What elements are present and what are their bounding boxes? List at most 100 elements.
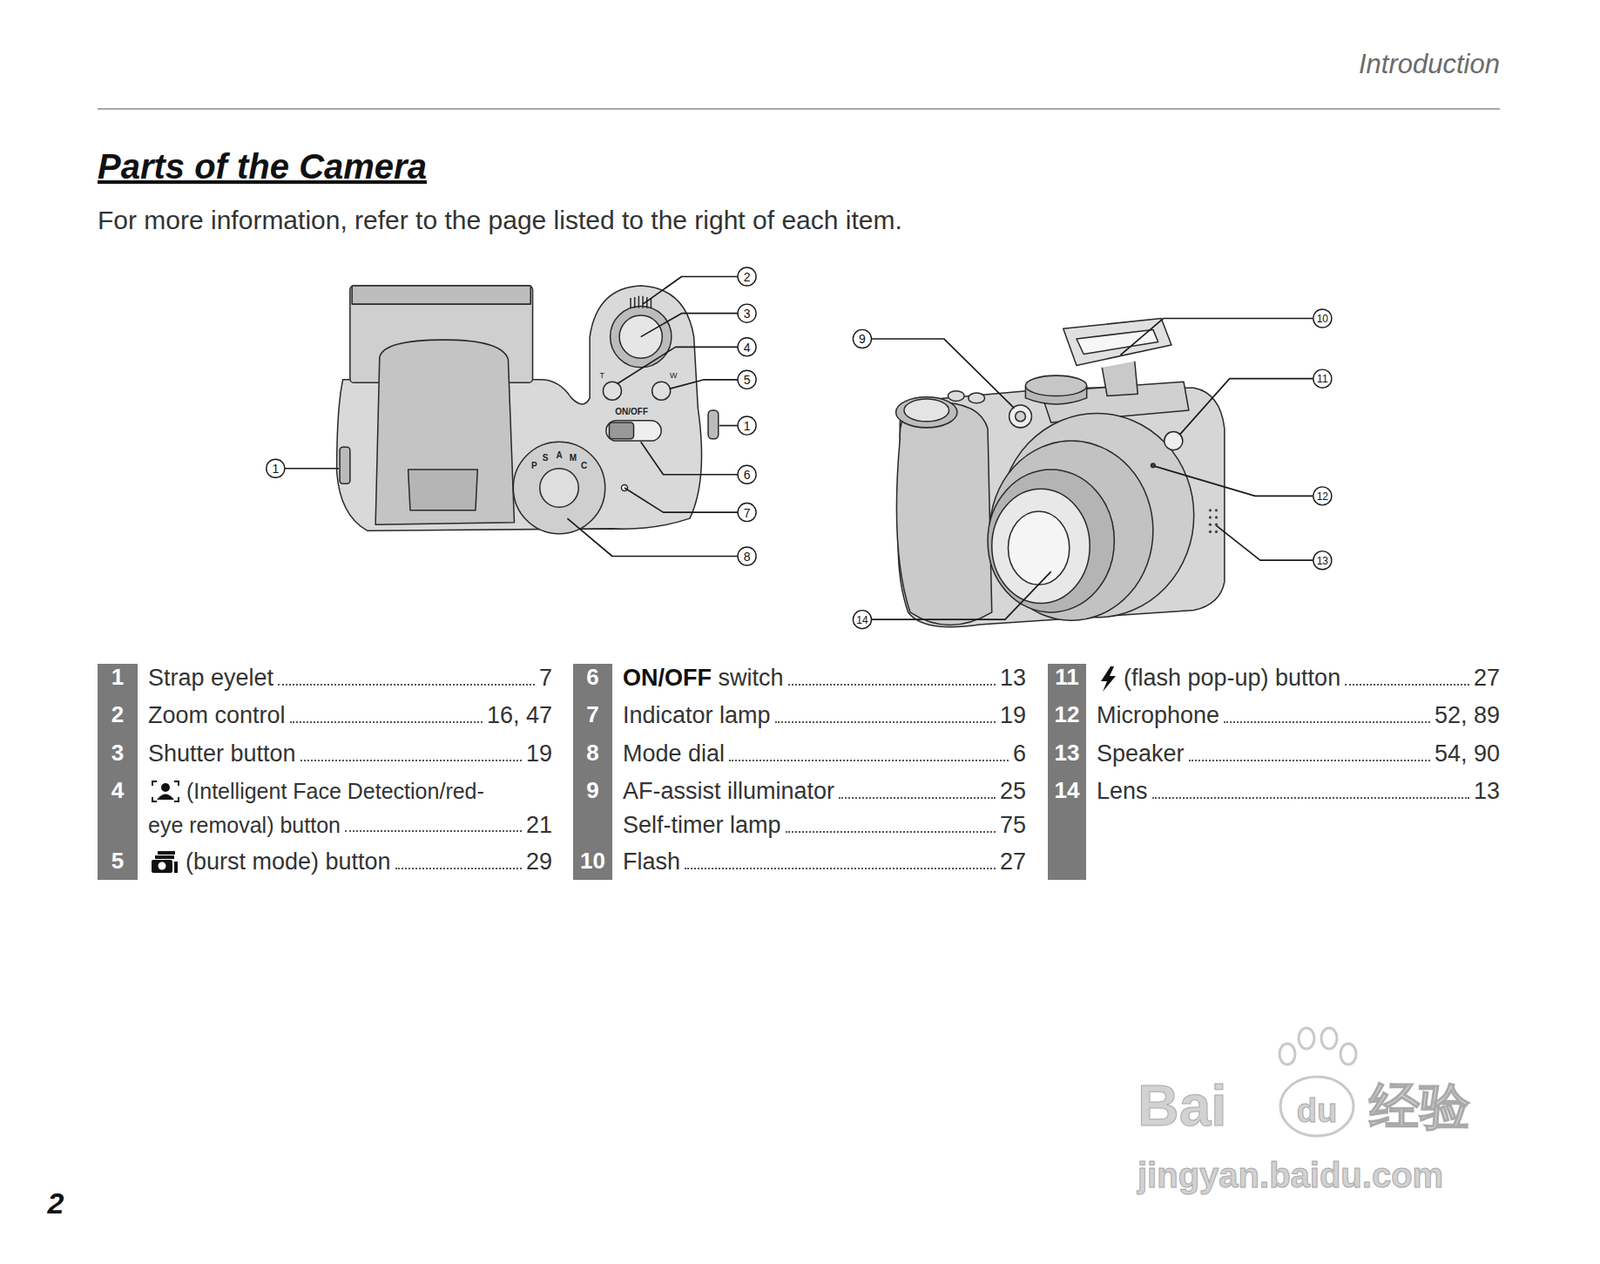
item-name: (burst mode) button xyxy=(148,844,506,879)
item-label: Self-timer lamp xyxy=(622,811,782,838)
page-reference: 19 xyxy=(999,698,1027,733)
callout-number: 8 xyxy=(743,550,751,563)
item-entry: 75Self-timer lamp xyxy=(622,808,1027,843)
item-label: Lens xyxy=(1096,777,1148,804)
callout-number: 5 xyxy=(743,373,751,386)
dial-marking: C xyxy=(580,461,588,473)
dial-marking: M xyxy=(569,452,577,464)
item-name: ON/OFFswitch xyxy=(622,661,979,696)
dot-leader xyxy=(838,796,996,799)
item-name: AF-assist illuminator xyxy=(622,774,979,809)
button-icons xyxy=(151,666,1116,873)
callout-number: 4 xyxy=(743,341,751,354)
item-name: Shutter button xyxy=(148,736,506,771)
callout-number: 13 xyxy=(1316,555,1329,567)
dot-leader xyxy=(1223,721,1431,723)
callout-number: 6 xyxy=(743,468,751,481)
item-label: Speaker xyxy=(1096,740,1185,767)
item-number: 5 xyxy=(111,848,124,875)
item-entry: 27 Flash xyxy=(622,844,1027,879)
item-entry: 21(Intelligent Face Detection/red-eye re… xyxy=(148,774,553,843)
item-name: Self-timer lamp xyxy=(622,808,979,843)
item-label: ON/OFF xyxy=(622,664,712,691)
section-header: Introduction xyxy=(1358,48,1500,81)
item-label: Flash xyxy=(622,848,681,875)
item-number: 6 xyxy=(586,664,599,691)
dial-marking: S xyxy=(542,452,549,464)
page-reference: 27 xyxy=(1473,661,1500,696)
page-reference: 13 xyxy=(1473,774,1500,809)
callout-number: 10 xyxy=(1316,313,1329,325)
item-entry: 27 (flash pop-up) button xyxy=(1096,661,1500,696)
item-number: 3 xyxy=(111,740,124,767)
item-number: 10 xyxy=(580,848,606,875)
watermark-paw xyxy=(1279,1027,1357,1136)
item-label: switch xyxy=(718,664,784,691)
dot-leader xyxy=(1152,796,1470,799)
item-label: Microphone xyxy=(1096,702,1220,729)
switch-marking: ON/OFF xyxy=(614,407,649,419)
page-reference: 25 xyxy=(999,774,1027,809)
leader-lines xyxy=(284,276,1314,620)
item-number: 9 xyxy=(586,777,599,804)
zoom-marking: T xyxy=(599,371,605,380)
item-label: (Intelligent Face Detection/red-eye remo… xyxy=(148,778,485,838)
item-entry: 19 Indicator lamp xyxy=(622,698,1027,733)
callout-number: 3 xyxy=(743,307,751,320)
item-number: 14 xyxy=(1054,777,1081,804)
watermark: Bai xyxy=(1137,1073,1228,1140)
dot-leader xyxy=(395,867,522,870)
dot-leader xyxy=(344,830,522,832)
item-name: Lens xyxy=(1096,774,1453,809)
item-entry: 29(burst mode) button xyxy=(148,844,553,879)
dot-leader xyxy=(775,721,996,723)
item-name: Mode dial xyxy=(622,736,993,771)
item-number: 12 xyxy=(1054,702,1081,729)
item-entry: 13 Lens xyxy=(1096,774,1500,809)
callout-number: 1 xyxy=(271,462,279,475)
item-number: 2 xyxy=(111,702,124,729)
item-number: 4 xyxy=(111,777,124,804)
dot-leader xyxy=(290,721,483,723)
dot-leader xyxy=(300,759,522,762)
page-reference: 16, 47 xyxy=(486,698,553,733)
item-number: 8 xyxy=(586,740,599,767)
item-name: Indicator lamp xyxy=(622,698,979,733)
item-label: AF-assist illuminator xyxy=(622,777,835,804)
item-entry: 13 ON/OFFswitch xyxy=(622,661,1027,696)
item-entry: 52, 89 Microphone xyxy=(1096,698,1500,733)
header-rule xyxy=(97,108,1500,110)
intro-text: For more information, refer to the page … xyxy=(97,205,903,237)
watermark: du xyxy=(1296,1092,1337,1131)
callout-number: 7 xyxy=(743,506,751,520)
page-title: Parts of the Camera xyxy=(97,146,427,187)
callout-number: 2 xyxy=(743,270,751,284)
callout-number: 1 xyxy=(743,419,751,433)
item-label: Mode dial xyxy=(622,740,725,767)
dot-leader xyxy=(277,683,535,686)
dial-marking: P xyxy=(531,461,538,473)
item-entry: 6Mode dial xyxy=(622,736,1027,771)
callout-number: 14 xyxy=(856,614,868,626)
dot-leader xyxy=(729,759,1009,762)
item-name: Flash xyxy=(622,844,979,879)
item-number: 1 xyxy=(111,664,124,691)
watermark: jingyan.baidu.com xyxy=(1137,1154,1444,1195)
page-reference: 54, 90 xyxy=(1434,736,1500,771)
camera-top-view xyxy=(337,285,719,534)
dot-leader xyxy=(788,683,996,686)
page-reference: 52, 89 xyxy=(1434,698,1500,733)
page-reference: 19 xyxy=(526,736,553,771)
item-number: 13 xyxy=(1054,740,1081,767)
page-reference: 27 xyxy=(999,844,1027,879)
item-name: (flash pop-up) button xyxy=(1096,661,1453,696)
page-reference: 7 xyxy=(539,661,553,696)
dot-leader xyxy=(785,830,996,833)
watermark: 经验 xyxy=(1369,1077,1471,1136)
callout-number: 12 xyxy=(1316,491,1329,502)
item-label: Strap eyelet xyxy=(148,664,274,691)
page-reference: 13 xyxy=(999,661,1027,696)
callout-circles xyxy=(266,267,1332,629)
item-entry: 16, 47Zoom control xyxy=(148,698,553,733)
